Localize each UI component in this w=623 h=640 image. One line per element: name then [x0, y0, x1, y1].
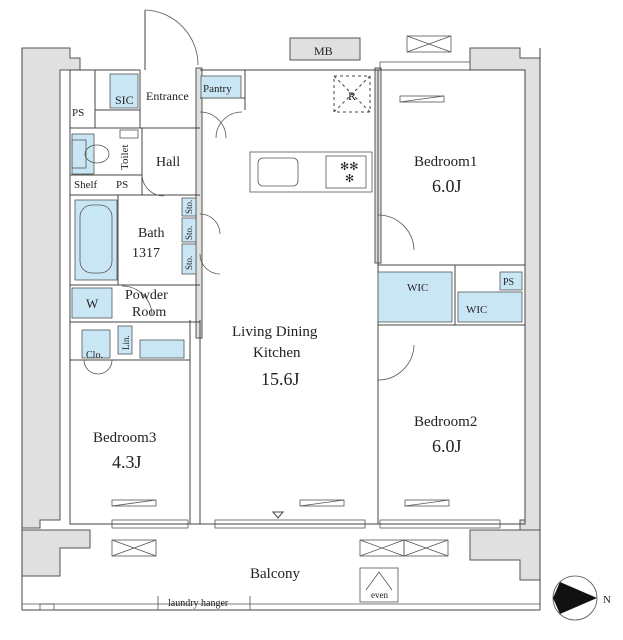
wic-1 — [377, 271, 453, 323]
ac-units — [111, 35, 452, 557]
ldk-label-2: Kitchen — [253, 345, 301, 361]
bedroom1-label: Bedroom1 — [414, 154, 477, 170]
bedroom1-size-label: 6.0J — [432, 176, 462, 196]
entrance-label: Entrance — [146, 89, 189, 103]
window-markers — [111, 95, 450, 507]
even-label: even — [371, 590, 388, 600]
sto2-label: Sto. — [184, 226, 194, 240]
interior-doors — [83, 111, 415, 381]
washer-label: W — [86, 296, 99, 311]
kitchen-counter: ✻✻ ✻ — [249, 151, 373, 193]
shelf-label: Shelf — [74, 179, 98, 191]
powder-room-label: Room — [132, 305, 166, 320]
entrance-door[interactable] — [144, 9, 199, 70]
bedroom3-label: Bedroom3 — [93, 430, 156, 446]
vanity — [139, 339, 185, 359]
wic-2 — [457, 291, 523, 323]
wic2-label: WIC — [466, 304, 487, 316]
laundry-hanger — [39, 596, 251, 611]
hall-label: Hall — [156, 155, 180, 170]
ps-right — [499, 271, 523, 291]
closet-clo — [81, 329, 111, 359]
balcony-label: Balcony — [250, 566, 300, 582]
wic1-label: WIC — [407, 282, 428, 294]
refrigerator-label: R — [348, 89, 356, 103]
bedroom2-label: Bedroom2 — [414, 414, 477, 430]
sto-1 — [181, 197, 197, 217]
bath-label: Bath — [138, 226, 164, 241]
ps-right-label: PS — [503, 277, 514, 288]
ps-top-label: PS — [72, 107, 84, 119]
fixtures — [71, 73, 523, 359]
ldk-label-1: Living Dining — [232, 324, 318, 340]
bedroom3-size-label: 4.3J — [112, 452, 142, 472]
sto-3 — [181, 243, 197, 275]
laundry-label: laundry hanger — [168, 598, 229, 609]
clo-label: Clo. — [86, 350, 103, 361]
north-arrow — [552, 575, 598, 621]
ldk-size-label: 15.6J — [261, 369, 300, 389]
bedroom2-size-label: 6.0J — [432, 436, 462, 456]
toilet-label: Toilet — [119, 144, 131, 170]
bath-size-label: 1317 — [132, 246, 160, 261]
bath-tub-area — [74, 199, 118, 281]
sic-label: SIC — [115, 93, 134, 107]
windows — [111, 61, 501, 529]
linen — [117, 325, 133, 355]
sto1-label: Sto. — [184, 200, 194, 214]
pantry-label: Pantry — [203, 83, 232, 95]
svg-text:✻✻: ✻✻ — [340, 161, 358, 173]
room-labels: MB SIC Entrance Pantry R PS Toilet Hall … — [72, 44, 611, 609]
sto3-label: Sto. — [184, 256, 194, 270]
toilet-fixture — [71, 129, 139, 169]
pantry-shelf — [200, 75, 242, 99]
even-hatch — [359, 567, 399, 603]
sic-closet — [109, 73, 139, 109]
lin-label: Lin. — [121, 335, 131, 350]
washer-pan — [71, 287, 113, 319]
svg-text:✻: ✻ — [345, 173, 354, 185]
ps-mid-label: PS — [116, 179, 128, 191]
refrigerator-space — [333, 75, 371, 113]
mb-label: MB — [314, 44, 333, 58]
north-label: N — [603, 594, 611, 606]
powder-label: Powder — [125, 288, 168, 303]
sto-2 — [181, 217, 197, 243]
